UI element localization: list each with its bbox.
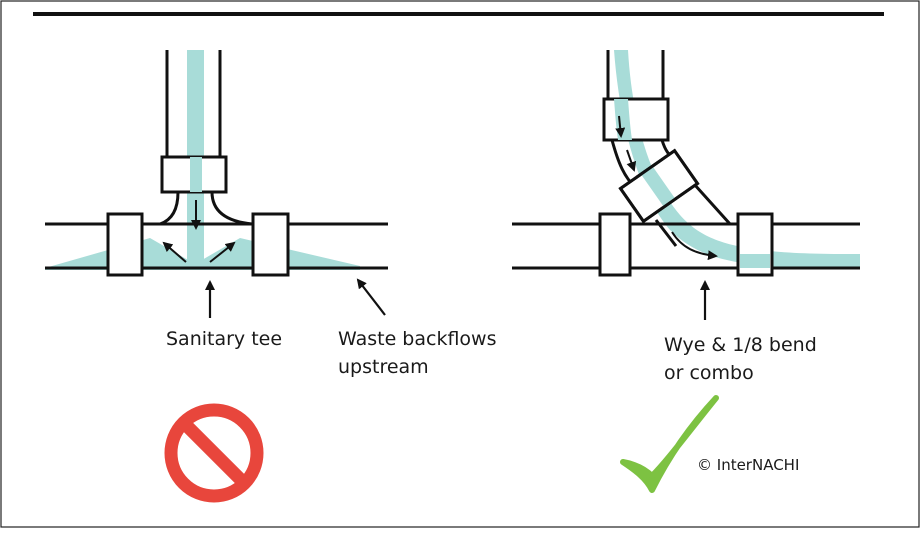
checkmark-icon: [620, 395, 719, 493]
coupling-top: [602, 97, 670, 142]
label-sanitary-tee: Sanitary tee: [166, 328, 283, 350]
coupling-bend: [618, 148, 700, 224]
wye-branch-upper: [692, 182, 732, 226]
water-flow: [614, 50, 860, 269]
no-symbol-icon: [164, 403, 264, 503]
coupling-left: [106, 212, 144, 277]
copyright-notice: © InterNACHI: [697, 456, 800, 474]
tee-sweep-right: [210, 191, 253, 226]
label-wye-bend: Wye & 1/8 bend: [664, 334, 817, 356]
coupling-right: [251, 212, 290, 277]
wye-bend-diagram: [512, 50, 860, 320]
arrow-icon: [615, 115, 626, 138]
arrow-icon: [209, 241, 236, 263]
tee-sweep-left: [159, 191, 180, 226]
coupling-top-water: [190, 157, 202, 192]
pointer-backflow: [356, 278, 386, 316]
label-or-combo: or combo: [664, 362, 754, 384]
coupling-left: [598, 212, 632, 277]
arrow-icon: [626, 149, 637, 172]
label-upstream: upstream: [338, 356, 429, 378]
label-waste-backflows: Waste backflows: [338, 328, 497, 350]
coupling-right-water: [740, 254, 770, 268]
diagram-frame: [0, 0, 920, 528]
arrow-icon: [162, 241, 187, 263]
wye-branch-lower: [654, 219, 678, 247]
arrow-icon: [671, 231, 718, 261]
sanitary-tee-diagram: [45, 50, 388, 318]
